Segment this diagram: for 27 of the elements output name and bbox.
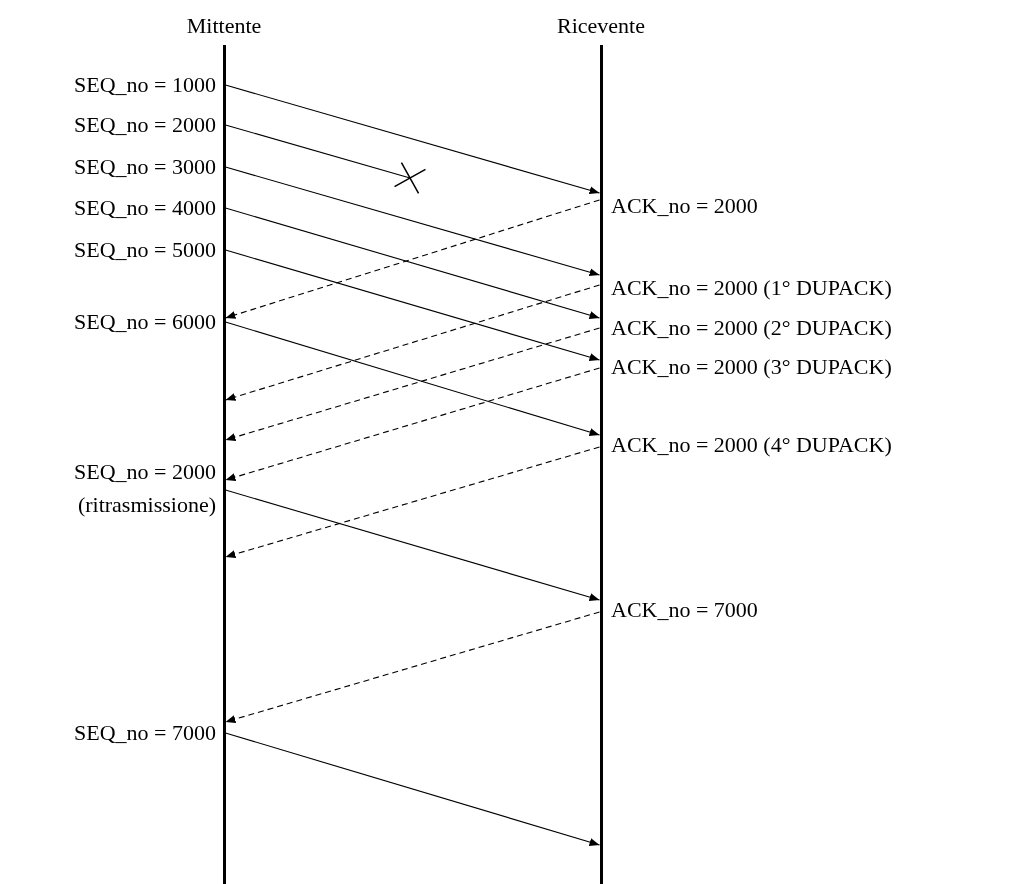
- message-label: SEQ_no = 6000: [74, 310, 216, 334]
- message-label: ACK_no = 2000 (1° DUPACK): [611, 276, 892, 300]
- message-label: SEQ_no = 2000: [74, 460, 216, 484]
- arrow: [224, 249, 601, 361]
- lifeline-title: Mittente: [186, 15, 262, 37]
- message-label: (ritrasmissione): [77, 493, 216, 517]
- arrow: [224, 84, 601, 195]
- message-label: SEQ_no = 3000: [74, 155, 216, 179]
- lost-message-line: [224, 124, 427, 195]
- dashed-arrow: [224, 367, 601, 481]
- arrow: [224, 489, 601, 601]
- message-label: ACK_no = 7000: [611, 598, 758, 622]
- message-label: ACK_no = 2000 (4° DUPACK): [611, 433, 892, 457]
- message-label: SEQ_no = 7000: [74, 721, 216, 745]
- lifeline-title: Ricevente: [557, 15, 645, 37]
- dashed-arrow: [224, 446, 601, 558]
- arrow: [224, 166, 601, 277]
- message-label: SEQ_no = 2000: [74, 113, 216, 137]
- message-label: ACK_no = 2000: [611, 194, 758, 218]
- message-label: SEQ_no = 5000: [74, 238, 216, 262]
- message-label: SEQ_no = 1000: [74, 73, 216, 97]
- dashed-arrow: [224, 611, 601, 723]
- message-label: ACK_no = 2000 (2° DUPACK): [611, 316, 892, 340]
- dashed-arrow: [224, 284, 601, 401]
- message-label: ACK_no = 2000 (3° DUPACK): [611, 355, 892, 379]
- arrow: [224, 732, 601, 846]
- message-label: SEQ_no = 4000: [74, 196, 216, 220]
